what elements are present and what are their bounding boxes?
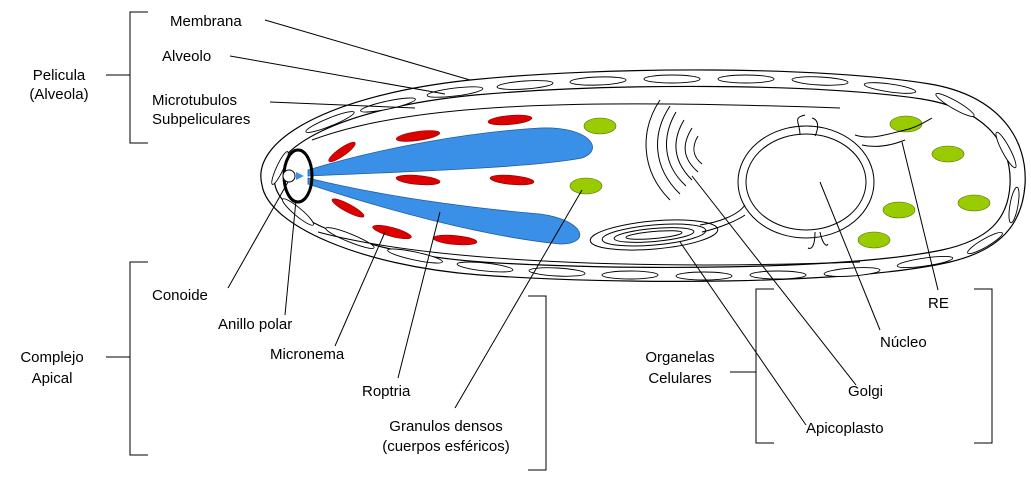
label-apical: Apical bbox=[32, 370, 73, 387]
alveolus bbox=[750, 271, 806, 279]
alveolus bbox=[304, 109, 355, 136]
alveolus bbox=[718, 75, 774, 83]
label-conoide: Conoide bbox=[152, 287, 208, 304]
leader-apicoplasto bbox=[680, 242, 806, 425]
microneme bbox=[488, 114, 533, 127]
label-celulares: Celulares bbox=[648, 370, 711, 387]
leader-anillo-polar bbox=[285, 200, 296, 315]
label-micronema: Micronema bbox=[270, 346, 345, 363]
golgi-cisterna bbox=[694, 136, 702, 164]
nucleus-er bbox=[700, 115, 932, 248]
dense-granule bbox=[584, 118, 616, 134]
label-membrana: Membrana bbox=[170, 13, 242, 30]
label-alveolo: Alveolo bbox=[162, 48, 211, 65]
dense-granules bbox=[570, 116, 990, 248]
leader-nucleo bbox=[820, 182, 880, 330]
label-roptria: Roptria bbox=[362, 383, 411, 400]
apicoplast-membrane bbox=[589, 215, 719, 254]
dense-granule bbox=[570, 178, 602, 194]
label-microtubulos: Microtubulos bbox=[152, 92, 237, 109]
label-subpeliculares: Subpeliculares bbox=[152, 111, 250, 128]
apicoplast bbox=[589, 215, 719, 254]
microneme bbox=[372, 222, 413, 241]
alveolus bbox=[570, 76, 626, 86]
alveolus bbox=[824, 266, 880, 278]
alveolus bbox=[602, 271, 658, 279]
alveolus bbox=[497, 79, 553, 91]
alveolus bbox=[324, 225, 375, 252]
label-granulos-densos: Granulos densos bbox=[389, 418, 502, 435]
nucleus-outer bbox=[738, 126, 874, 238]
nucleus-inner bbox=[746, 134, 866, 230]
microneme bbox=[490, 174, 535, 187]
label-golgi: Golgi bbox=[848, 383, 883, 400]
conoid-arrow bbox=[296, 172, 304, 180]
dense-granule bbox=[883, 202, 915, 218]
label-complejo: Complejo bbox=[20, 349, 83, 366]
apicoplast-membrane bbox=[614, 225, 695, 245]
golgi-cisterna bbox=[676, 120, 692, 180]
leader-alveolo bbox=[230, 56, 445, 94]
golgi-cisterna bbox=[658, 106, 680, 194]
conoid bbox=[283, 170, 295, 182]
leader-micronema bbox=[335, 232, 385, 346]
golgi-cisterna bbox=[685, 128, 698, 172]
label-re: RE bbox=[928, 295, 949, 312]
dense-granule bbox=[932, 146, 964, 162]
dense-granule bbox=[958, 195, 990, 211]
alveolus bbox=[644, 75, 700, 83]
bracket-complejo-apical-right bbox=[528, 296, 546, 470]
microneme bbox=[396, 174, 441, 187]
label-nucleo: Núcleo bbox=[880, 334, 927, 351]
golgi bbox=[646, 100, 702, 200]
label-organelas: Organelas bbox=[645, 349, 714, 366]
alveolus bbox=[529, 267, 585, 278]
alveolus bbox=[934, 91, 976, 120]
label-apicoplasto: Apicoplasto bbox=[806, 420, 884, 437]
leader-conoide bbox=[228, 182, 288, 288]
leader-membrana bbox=[265, 20, 470, 80]
alveolus bbox=[792, 76, 848, 87]
label-pelicula: Pelicula bbox=[33, 67, 86, 84]
bracket-complejo-apical bbox=[130, 262, 148, 455]
rhoptry bbox=[308, 128, 593, 176]
label-cuerpos-esfericos: (cuerpos esféricos) bbox=[382, 438, 510, 455]
bracket-organelas-right bbox=[974, 289, 992, 443]
label-anillo-polar: Anillo polar bbox=[218, 316, 292, 333]
dense-granule bbox=[858, 232, 890, 248]
apicoplast-membrane bbox=[601, 221, 706, 250]
bracket-pelicula bbox=[130, 12, 148, 143]
inner-membrane bbox=[275, 86, 1011, 267]
label-alveola: (Alveola) bbox=[29, 86, 88, 103]
microneme bbox=[433, 234, 478, 247]
